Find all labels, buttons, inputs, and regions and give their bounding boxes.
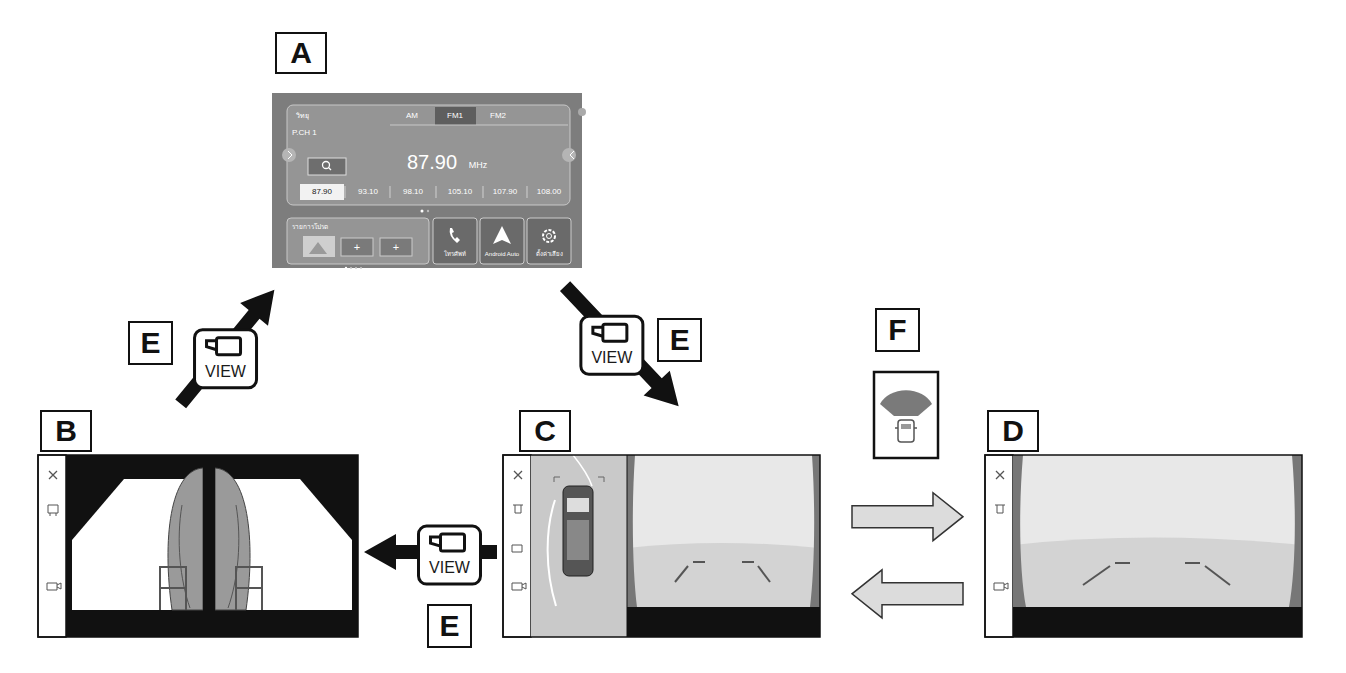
view-arrow (175, 290, 274, 409)
screen-panel: D (985, 410, 1302, 637)
screen-text: รายการโปรด (292, 223, 328, 230)
side-view-screen (38, 455, 358, 637)
callout-letter: F (875, 308, 920, 352)
screen-text: 105.10 (448, 188, 472, 197)
rear-view-screen (985, 455, 1302, 637)
button-caption: VIEW (429, 559, 470, 577)
screen-text: 87.90 (312, 188, 332, 197)
screen-text: โทรศัพท์ (444, 251, 466, 258)
screen-panel: C (503, 410, 820, 637)
callout-letter: E (427, 604, 472, 648)
button-caption: VIEW (591, 349, 632, 367)
view-button-icon (581, 316, 643, 374)
view-button-icon (195, 330, 257, 388)
button-caption: VIEW (205, 363, 246, 381)
callout-letter: D (987, 410, 1039, 452)
audio-screen (272, 93, 586, 269)
screen-text: FM2 (490, 112, 506, 121)
screen-panel: B (38, 410, 358, 637)
screen-text: MHz (469, 161, 488, 171)
screen-text: 93.10 (358, 188, 378, 197)
screen-text: FM1 (447, 112, 463, 121)
screen-text: 108.00 (537, 188, 561, 197)
screen-text: 87.90 (407, 151, 457, 173)
screen-text: Android Auto (485, 251, 519, 258)
screen-text: AM (406, 112, 418, 121)
callout-letter: E (128, 321, 173, 365)
view-button-icon (419, 526, 481, 584)
screen-text: 107.90 (493, 188, 517, 197)
split-view-screen (503, 455, 820, 637)
callout-letter: B (40, 410, 92, 452)
sensor-button-icon (874, 372, 938, 458)
callout-letter: E (657, 318, 702, 362)
screen-text: + (393, 241, 399, 253)
screen-text: ตั้งค่าเสียง (536, 251, 563, 258)
screen-text: + (354, 241, 360, 253)
block-arrow (852, 493, 963, 541)
screen-panel: A (272, 32, 582, 268)
screen-text: P.CH 1 (292, 129, 317, 138)
screen-text: วิทยุ (296, 112, 309, 120)
block-arrow (852, 570, 963, 618)
callout-letter: A (275, 32, 327, 74)
screen-text: 98.10 (403, 188, 423, 197)
callout-letter: C (519, 410, 571, 452)
